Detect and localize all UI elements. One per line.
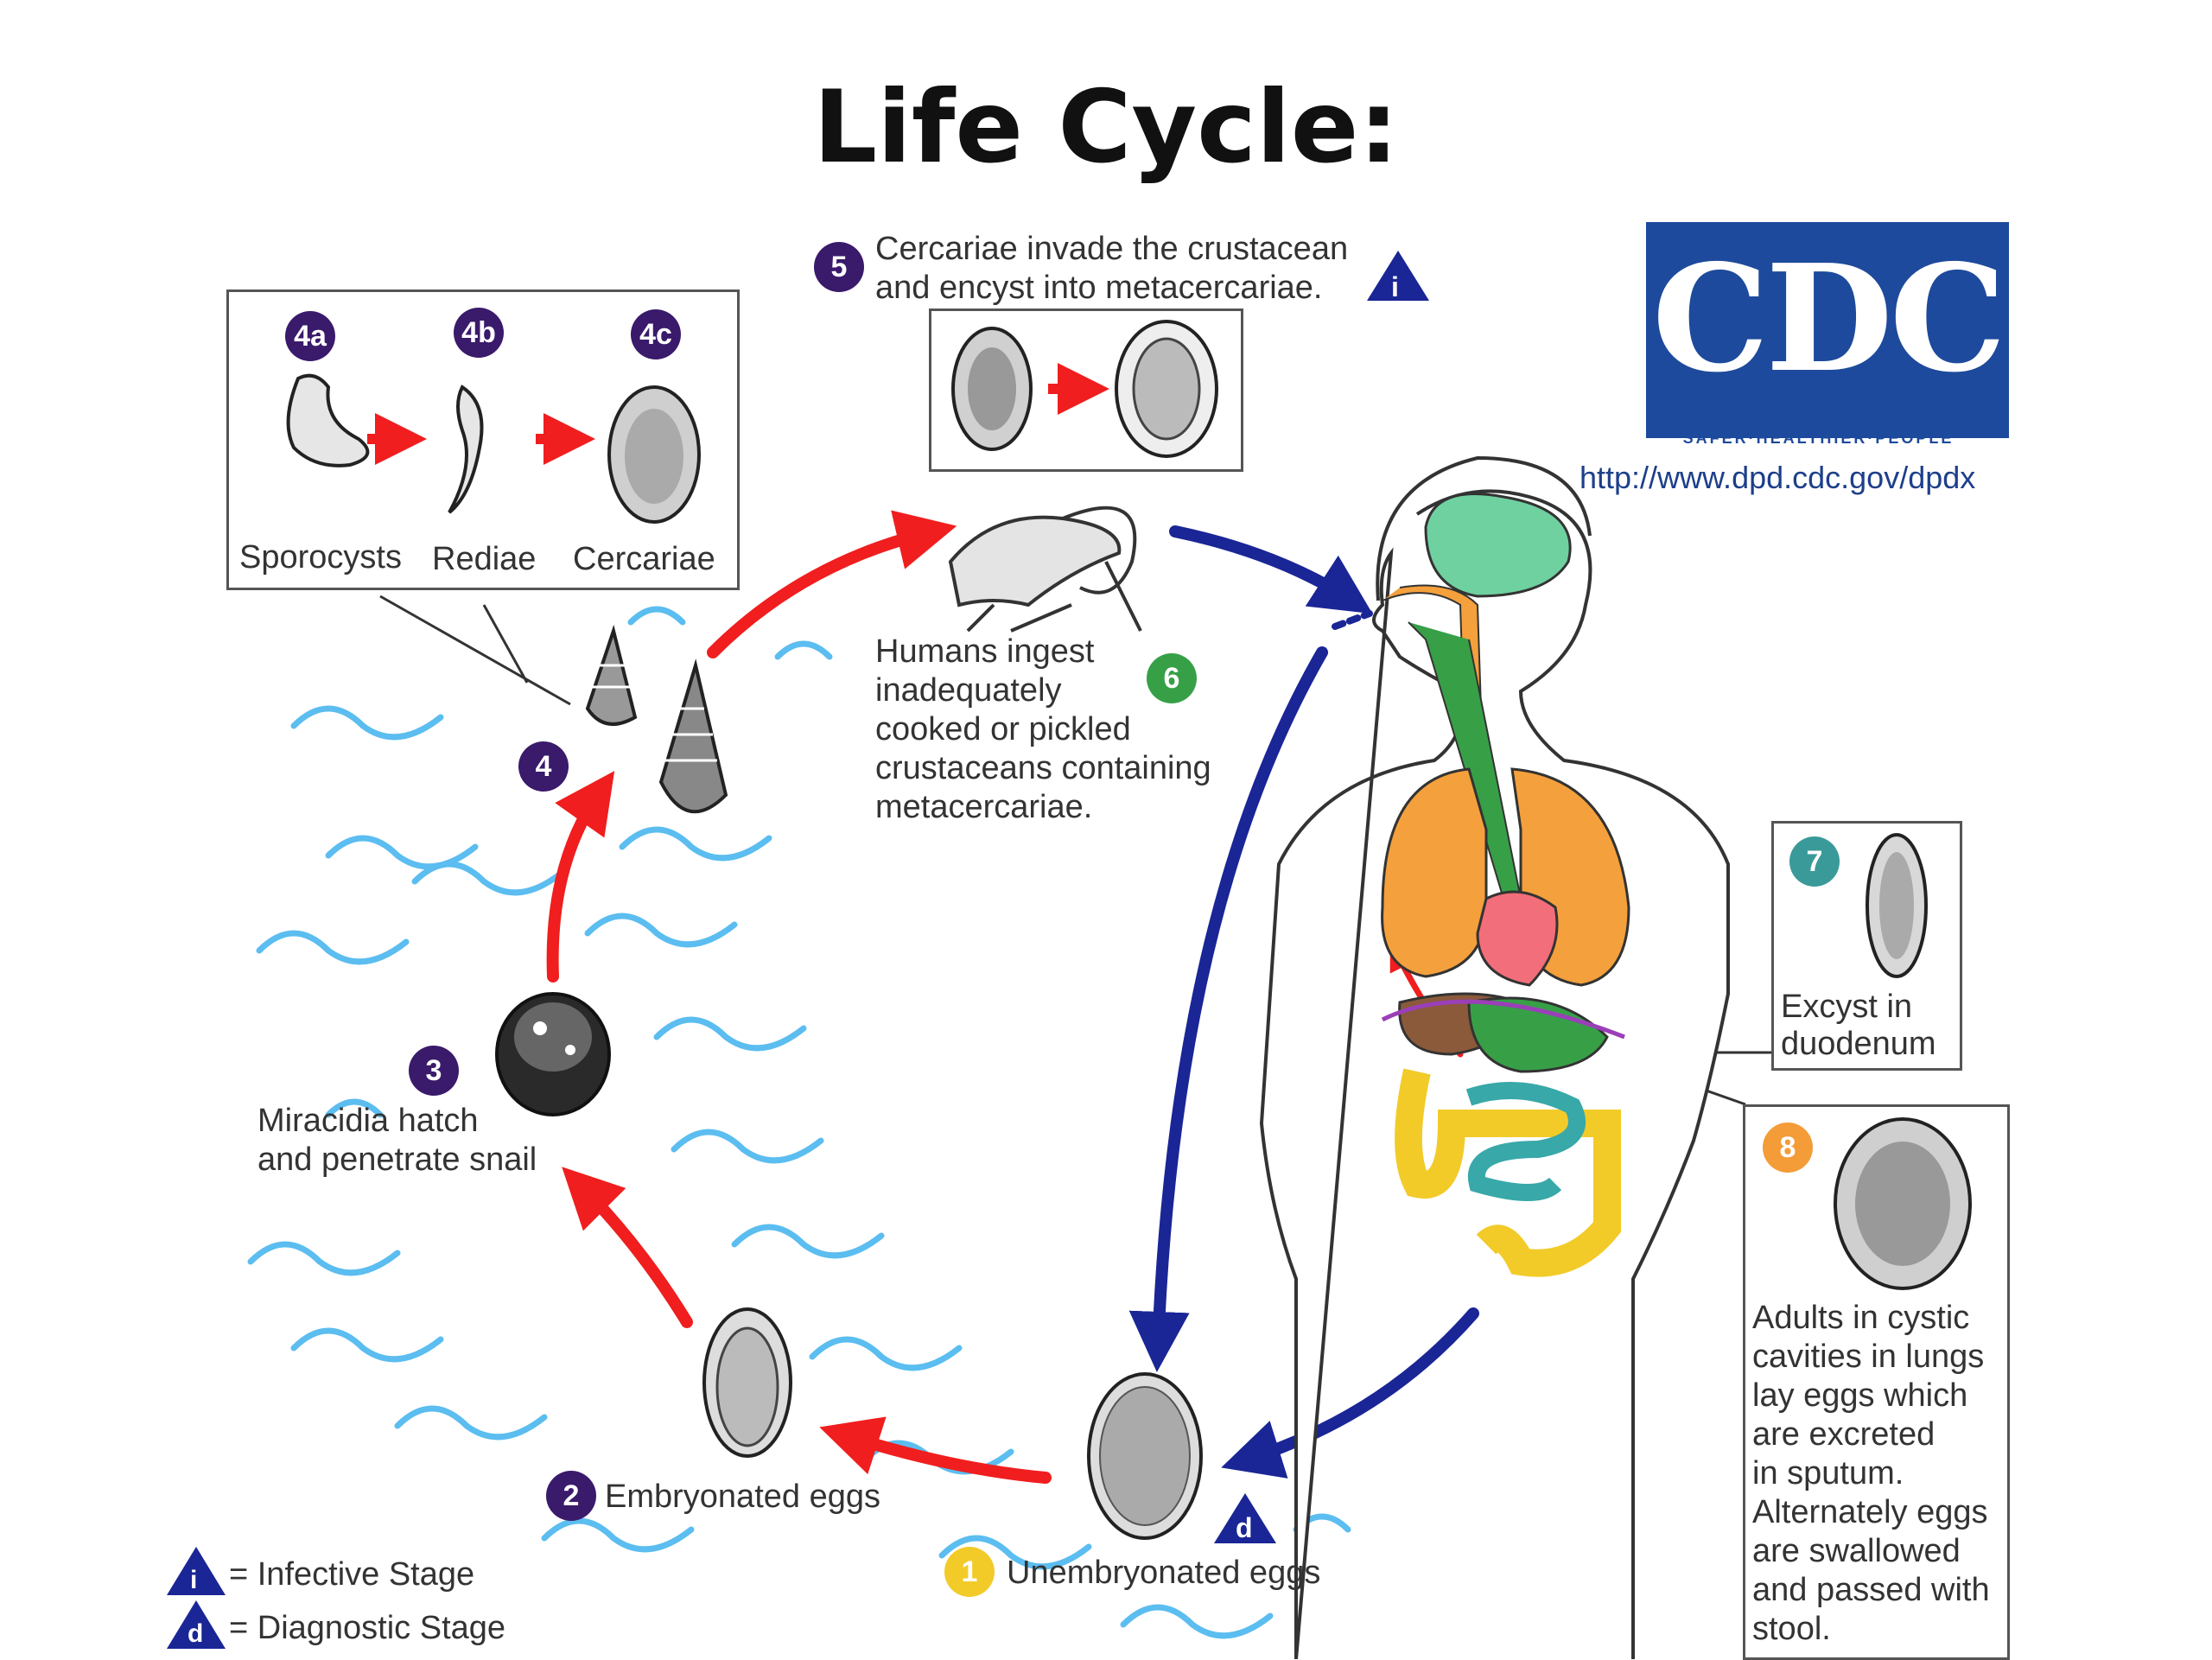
legend-infective-label: = Infective Stage: [229, 1556, 475, 1593]
stage-7-line2: duodenum: [1781, 1026, 1936, 1062]
stage-5-line2: and encyst into metacercariae.: [875, 270, 1323, 306]
stage-badge-4b: 4b: [454, 308, 504, 358]
legend-infective-letter: i: [190, 1566, 198, 1594]
stage-7-line1: Excyst in: [1781, 989, 1913, 1025]
sporocysts-label: Sporocysts: [239, 539, 402, 576]
stage-badge-2: 2: [546, 1471, 596, 1521]
cercariae-label: Cercariae: [573, 541, 715, 577]
cdc-logo-text: CDC: [1651, 232, 2006, 405]
stage-badge-5: 5: [814, 242, 864, 292]
stage-8-line5: in sputum.: [1752, 1455, 1904, 1491]
excyst-box: 7 Excyst in duodenum: [1771, 821, 1962, 1071]
stage-2-label: Embryonated eggs: [605, 1479, 880, 1515]
snail-drawings: [585, 624, 728, 814]
stage-8-line6: Alternately eggs: [1752, 1494, 1988, 1530]
stage-badge-7: 7: [1789, 836, 1840, 887]
stage-6-line3: cooked or pickled: [875, 711, 1131, 747]
diagnostic-stage-marker: [1214, 1493, 1276, 1543]
metacercariae-drawings: [951, 320, 1218, 458]
legend-diagnostic-triangle: [167, 1600, 226, 1649]
stage-8-line3: lay eggs which: [1752, 1377, 1968, 1414]
legend-diagnostic-label: = Diagnostic Stage: [229, 1610, 506, 1646]
snail-stages-box: 4a 4b 4c Sporocysts Rediae Cercariae: [226, 289, 740, 590]
stage-badge-4: 4: [518, 741, 569, 792]
stage-8-line7: are swallowed: [1752, 1533, 1961, 1569]
crustacean-drawing: [948, 506, 1142, 633]
stage-badge-1: 1: [944, 1547, 995, 1597]
human-figure: [1259, 455, 1730, 1659]
diagnostic-marker-letter: d: [1236, 1512, 1253, 1543]
legend-diagnostic-letter: d: [188, 1619, 204, 1648]
stage-1-label: Unembryonated eggs: [1007, 1555, 1321, 1591]
snail-stages-drawings: [286, 373, 701, 524]
rediae-label: Rediae: [432, 541, 537, 577]
stage-8-line9: stool.: [1752, 1611, 1831, 1647]
stage-6-line4: crustaceans containing: [875, 750, 1211, 786]
stage-badge-8: 8: [1763, 1123, 1813, 1173]
cdc-logo: CDC: [1646, 222, 2009, 438]
stage-8-line4: are excreted: [1752, 1416, 1936, 1453]
metacercariae-box: [929, 308, 1243, 472]
stage-badge-3: 3: [409, 1046, 459, 1096]
stage-badge-6: 6: [1147, 653, 1197, 703]
embryonated-egg-drawing: [702, 1307, 792, 1458]
infective-stage-marker: [1367, 251, 1429, 301]
stage-3-line2: and penetrate snail: [257, 1142, 537, 1178]
stage-6-line2: inadequately: [875, 672, 1062, 709]
adult-worm-drawing: [1834, 1117, 1972, 1290]
miracidium-drawing: [495, 992, 611, 1116]
cdc-tagline: SAFER·HEALTHIER·PEOPLE™: [1682, 429, 1973, 447]
stage-badge-4a: 4a: [285, 311, 335, 361]
unembryonated-egg-drawing: [1087, 1372, 1203, 1540]
cdc-url: http://www.dpd.cdc.gov/dpdx: [1580, 460, 1976, 495]
stage-6-line1: Humans ingest: [875, 633, 1095, 670]
legend-infective-triangle: [167, 1547, 226, 1595]
stage-badge-4c: 4c: [631, 309, 681, 359]
page-title: Life Cycle:: [813, 69, 1399, 186]
excyst-drawing: [1866, 833, 1928, 978]
stage-8-line8: and passed with: [1752, 1572, 1990, 1608]
blue-arrows: [1128, 525, 1479, 1479]
stage-8-line2: cavities in lungs: [1752, 1339, 1985, 1375]
stage-3-line1: Miracidia hatch: [257, 1103, 479, 1139]
infective-marker-letter: i: [1391, 271, 1399, 302]
stage-8-line1: Adults in cystic: [1752, 1300, 1970, 1336]
adults-box: 8 Adults in cystic cavities in lungs lay…: [1743, 1104, 2010, 1660]
stage-5-line1: Cercariae invade the crustacean: [875, 231, 1349, 267]
stage-6-line5: metacercariae.: [875, 789, 1093, 825]
